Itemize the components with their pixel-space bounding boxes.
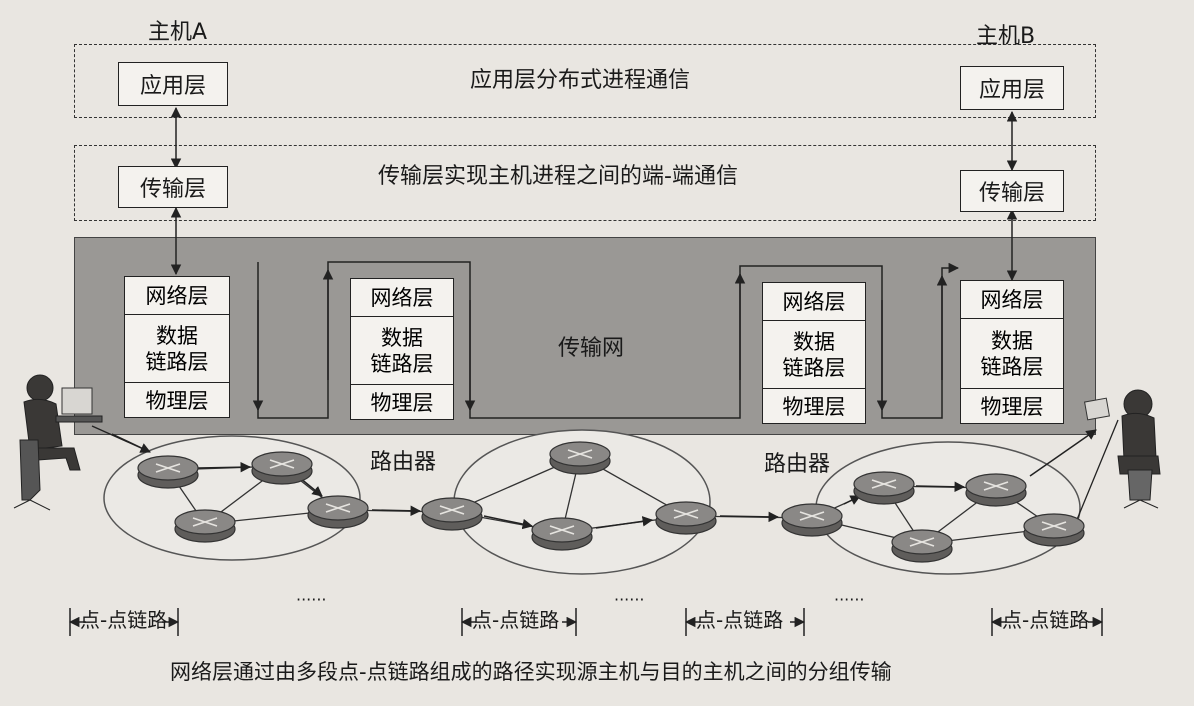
host-b-label: 主机B bbox=[976, 24, 1036, 49]
host-a-label: 主机A bbox=[148, 20, 208, 45]
diagram-caption: 网络层通过由多段点-点链路组成的路径实现源主机与目的主机之间的分组传输 bbox=[170, 660, 892, 684]
route-arrows bbox=[111, 429, 1097, 530]
datalink-layer: 数据 链路层 bbox=[961, 319, 1063, 389]
datalink-layer: 数据 链路层 bbox=[125, 315, 229, 383]
router-label-1: 路由器 bbox=[370, 450, 437, 475]
router-icon bbox=[891, 529, 953, 563]
router-icon bbox=[549, 441, 611, 475]
p2p-link-label-2: 点-点链路 bbox=[472, 608, 560, 632]
physical-layer: 物理层 bbox=[782, 395, 846, 419]
router-icon bbox=[531, 517, 593, 551]
p2p-link-label-1: 点-点链路 bbox=[80, 608, 168, 632]
router-1-protocol-stack: 网络层 数据 链路层 物理层 bbox=[350, 278, 454, 420]
router-2-protocol-stack: 网络层 数据 链路层 物理层 bbox=[762, 282, 866, 424]
link-ellipsis-2: ······ bbox=[614, 590, 645, 609]
host-b-application-layer: 应用层 bbox=[960, 66, 1064, 110]
person-right-icon bbox=[1084, 389, 1161, 509]
routers bbox=[137, 441, 1085, 563]
host-b-transport-layer: 传输层 bbox=[960, 170, 1064, 212]
link-ellipsis-1: ······ bbox=[296, 590, 327, 609]
host-a-transport-layer: 传输层 bbox=[118, 166, 228, 208]
transport-network-area bbox=[74, 237, 1096, 435]
router-icon bbox=[307, 495, 369, 529]
network-layer: 网络层 bbox=[763, 283, 865, 321]
host-b-protocol-stack: 网络层 数据 链路层 物理层 bbox=[960, 280, 1064, 424]
host-a-application-layer: 应用层 bbox=[118, 62, 228, 106]
router-icon bbox=[781, 503, 843, 537]
router-icon bbox=[421, 497, 483, 531]
datalink-layer: 数据 链路层 bbox=[351, 317, 453, 385]
data-flow-path bbox=[257, 261, 960, 419]
network-layer: 网络层 bbox=[351, 279, 453, 317]
network-layer: 网络层 bbox=[961, 281, 1063, 319]
router-icon bbox=[137, 455, 199, 489]
transport-bar-label: 传输层实现主机进程之间的端-端通信 bbox=[378, 164, 738, 189]
p2p-link-label-3: 点-点链路 bbox=[696, 608, 784, 632]
link-ellipsis-3: ······ bbox=[834, 590, 865, 609]
p2p-link-label-4: 点-点链路 bbox=[1002, 608, 1090, 632]
router-icon bbox=[655, 501, 717, 535]
host-a-protocol-stack: 网络层 数据 链路层 物理层 bbox=[124, 276, 230, 418]
router-icon bbox=[853, 471, 915, 505]
transport-bar bbox=[74, 145, 1096, 221]
router-icon bbox=[1023, 513, 1085, 547]
datalink-layer: 数据 链路层 bbox=[763, 321, 865, 389]
application-bar bbox=[74, 44, 1096, 118]
transport-network-label: 传输网 bbox=[558, 336, 625, 361]
person-left-icon bbox=[13, 374, 103, 511]
application-bar-label: 应用层分布式进程通信 bbox=[470, 68, 691, 93]
router-icon bbox=[965, 473, 1027, 507]
router-label-2: 路由器 bbox=[764, 452, 831, 477]
link-segments bbox=[68, 608, 1104, 636]
physical-layer: 物理层 bbox=[980, 395, 1044, 419]
network-layer: 网络层 bbox=[125, 277, 229, 315]
router-icon bbox=[174, 509, 236, 543]
physical-layer: 物理层 bbox=[145, 389, 209, 413]
router-icon bbox=[251, 451, 313, 485]
physical-layer: 物理层 bbox=[370, 391, 434, 415]
